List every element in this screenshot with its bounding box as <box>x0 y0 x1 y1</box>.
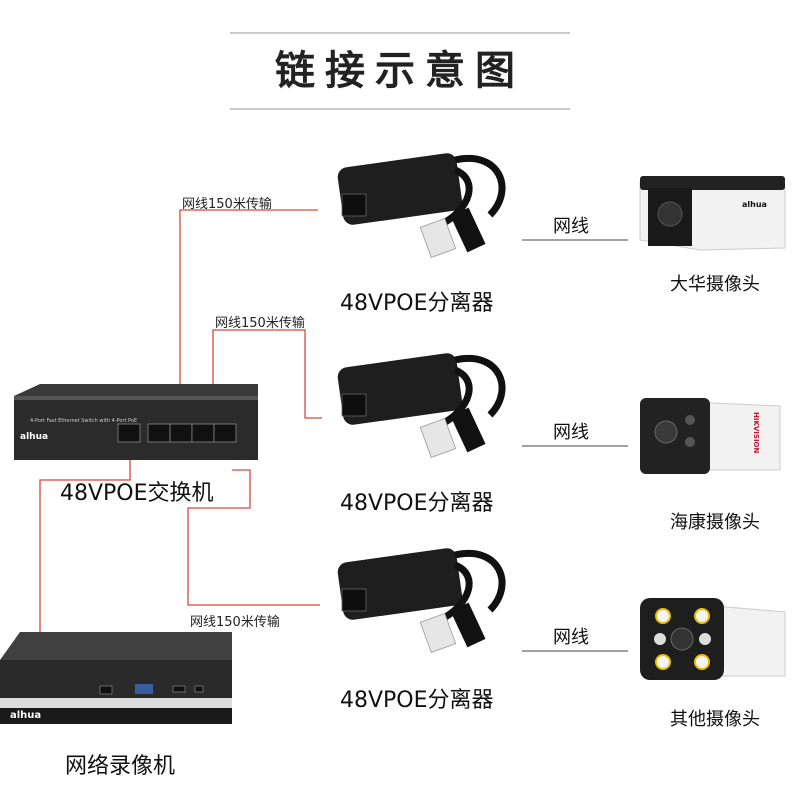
nvr-brand-logo: alhua <box>10 710 42 721</box>
cable-to-splitter-2 <box>212 329 322 425</box>
camera-device-3 <box>640 598 786 680</box>
page-title: 链接示意图 <box>275 48 525 94</box>
splitter-device-2 <box>337 353 506 458</box>
nvr-label: 网络录像机 <box>65 754 176 779</box>
cable-to-splitter-3 <box>187 469 320 606</box>
splitter-label-3: 48VPOE分离器 <box>340 688 494 713</box>
camera-2-brand: HIKVISION <box>752 412 760 454</box>
poe-switch <box>14 384 258 460</box>
camera-1-brand: alhua <box>742 200 767 209</box>
title-divider-top <box>230 32 570 34</box>
cable-label-3: 网线150米传输 <box>190 615 280 630</box>
camera-device-1 <box>639 176 786 251</box>
splitter-label-1: 48VPOE分离器 <box>340 291 494 316</box>
splitter-label-2: 48VPOE分离器 <box>340 491 494 516</box>
short-cable-label-3: 网线 <box>553 627 589 648</box>
switch-label: 48VPOE交换机 <box>60 481 214 506</box>
cable-label-2: 网线150米传输 <box>215 316 305 331</box>
switch-model-text: 4-Port Fast Ethernet Switch with 4-Port … <box>30 418 138 424</box>
cable-to-splitter-1 <box>179 209 318 425</box>
splitter-device-1 <box>337 153 506 258</box>
nvr-device <box>0 632 232 724</box>
camera-label-3: 其他摄像头 <box>670 709 760 730</box>
camera-device-2 <box>640 398 781 474</box>
cable-label-1: 网线150米传输 <box>182 197 272 212</box>
camera-label-1: 大华摄像头 <box>670 274 760 295</box>
short-cable-label-1: 网线 <box>553 216 589 237</box>
short-links <box>522 239 628 652</box>
title-divider-bottom <box>230 108 570 110</box>
short-cable-label-2: 网线 <box>553 422 589 443</box>
cable-lines <box>39 209 322 691</box>
camera-label-2: 海康摄像头 <box>670 512 760 533</box>
switch-brand-logo: alhua <box>20 432 49 442</box>
splitter-device-3 <box>337 548 506 653</box>
